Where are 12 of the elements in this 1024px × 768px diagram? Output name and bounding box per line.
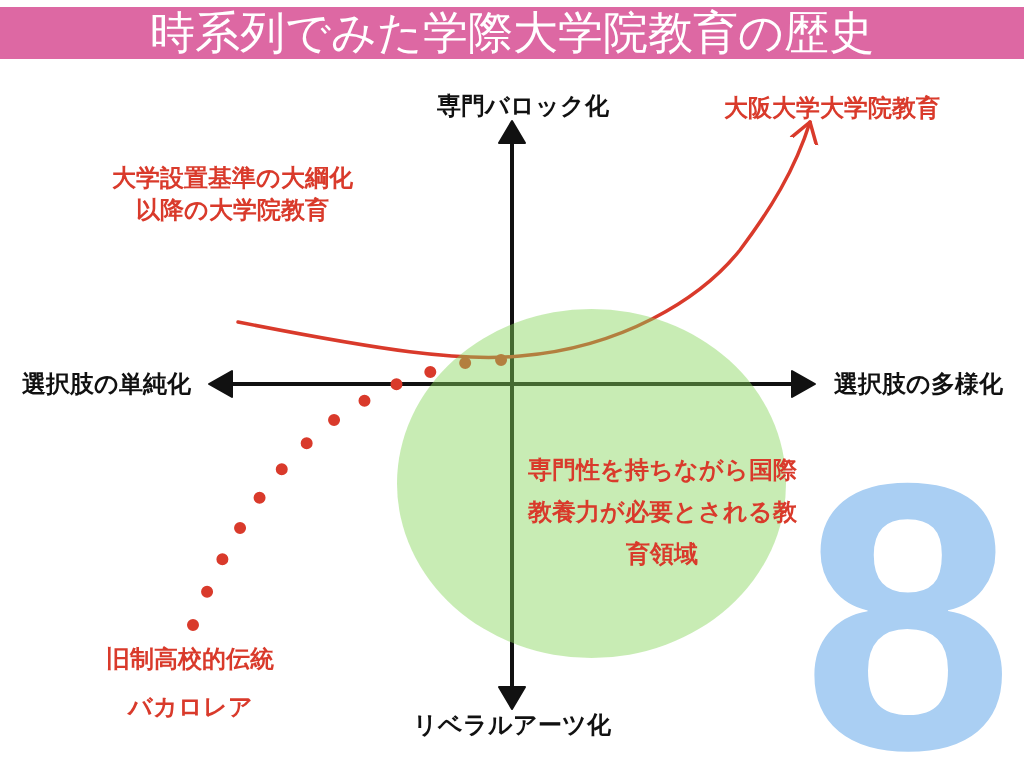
start-label: バカロレア bbox=[127, 693, 253, 721]
axis-label: 選択肢の単純化 bbox=[21, 371, 191, 397]
curved-arrow bbox=[236, 120, 818, 360]
slide-number: 8 bbox=[802, 476, 1014, 757]
axis-label: 専門バロック化 bbox=[437, 93, 609, 119]
title-bar: 時系列でみた学際大学院教育の歴史 bbox=[0, 7, 1024, 59]
axis-label: リベラルアーツ化 bbox=[413, 712, 611, 738]
curve-label: 大阪大学大学院教育 bbox=[724, 94, 940, 122]
annotation-text: 大学設置基準の大綱化以降の大学院教育 bbox=[110, 163, 354, 226]
region-text: 専門性を持ちながら国際教養力が必要とされる教育領域 bbox=[526, 455, 798, 570]
start-label: 旧制高校的伝統 bbox=[106, 645, 274, 673]
axis-label: 選択肢の多様化 bbox=[833, 371, 1003, 397]
